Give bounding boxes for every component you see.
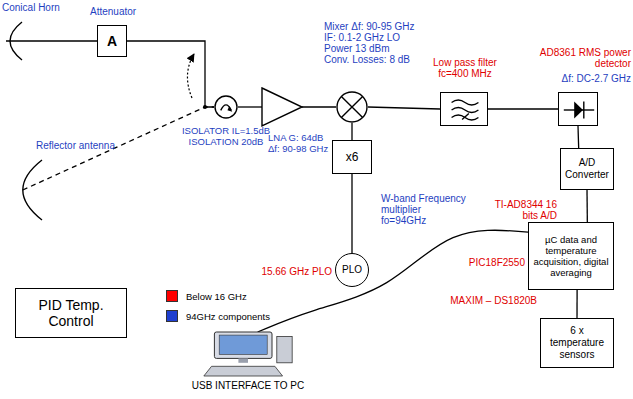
legend-entry: Below 16 GHz xyxy=(166,290,247,302)
filter-box: Low pass filter fc=400 MHz xyxy=(440,92,488,126)
signal-line xyxy=(488,108,558,109)
signal-line xyxy=(577,126,579,148)
iso-outline xyxy=(214,95,238,119)
detector-box: AD8361 RMS power detectorΔf: DC-2.7 GHz xyxy=(558,92,598,126)
tri-outline xyxy=(262,88,302,126)
box-label: 6 x temperature sensors xyxy=(543,325,611,361)
amplifier-triangle: LNA G: 64dB Δf: 90-98 GHz xyxy=(262,88,302,126)
annotation-text: Δf: DC-2.7 GHz xyxy=(529,73,631,84)
legend-swatch xyxy=(166,310,178,322)
box-label: A xyxy=(107,33,117,49)
legend-label: Below 16 GHz xyxy=(186,291,247,302)
sensor-box: 6 x temperature sensorsMAXIM – DS1820B xyxy=(540,318,614,368)
signal-line xyxy=(23,107,214,190)
annotation-text: Attenuator xyxy=(90,6,160,17)
signal-line xyxy=(368,107,440,109)
box-label: PID Temp. Control xyxy=(18,297,124,329)
horn-antenna: Conical Horn xyxy=(6,22,22,60)
annotation-text: W-band Frequency multiplier fo=94GHz xyxy=(381,193,469,226)
mixer-outline xyxy=(336,91,368,123)
signal-line xyxy=(302,106,336,107)
annotation-text: Low pass filter fc=400 MHz xyxy=(420,57,510,79)
annotation-text: AD8361 RMS power detector xyxy=(529,47,631,69)
signal-line xyxy=(127,41,214,107)
converter-box: A/D ConverterTI-AD8344 16 bits A/D xyxy=(560,148,614,190)
annotation-text: USB INTERFACE TO PC xyxy=(178,380,318,391)
horn-outline xyxy=(6,22,22,60)
signal-line xyxy=(258,230,528,332)
annotation-text: Conical Horn xyxy=(2,2,92,13)
signal-line xyxy=(351,123,352,140)
control-box: PID Temp. Control xyxy=(15,288,127,338)
signal-line xyxy=(576,290,577,318)
pc-outline xyxy=(200,332,296,376)
mixer-symbol: Mixer Δf: 90-95 GHz IF: 0.1-2 GHz LO Pow… xyxy=(336,91,368,123)
signal-line xyxy=(238,106,262,107)
annotation-text: MAXIM – DS1820B xyxy=(449,295,537,306)
oscillator-circle: PLO15.66 GHz PLO xyxy=(335,253,369,287)
isolator-symbol: ISOLATOR IL=1.5dB ISOLATION 20dB xyxy=(214,95,238,119)
switch-arrow xyxy=(187,54,194,98)
signal-line xyxy=(6,40,97,41)
legend-label: 94GHz components xyxy=(186,311,270,322)
signal-line xyxy=(586,190,588,222)
box-label: PLO xyxy=(342,264,362,276)
annotation-text: LNA G: 64dB Δf: 90-98 GHz xyxy=(268,132,332,154)
lpf-outline xyxy=(441,93,489,127)
annotation-text: Reflector antenna xyxy=(36,140,146,151)
box-label: x6 xyxy=(346,150,359,164)
box-label: µC data and temperature acquisition, dig… xyxy=(531,234,611,278)
annotation-text: PIC18F2550 xyxy=(455,257,525,268)
annotation-text: Mixer Δf: 90-95 GHz IF: 0.1-2 GHz LO Pow… xyxy=(324,21,416,65)
legend-swatch xyxy=(166,290,178,302)
box-label: A/D Converter xyxy=(563,157,611,181)
legend-entry: 94GHz components xyxy=(166,310,270,322)
annotation-text: ISOLATOR IL=1.5dB ISOLATION 20dB xyxy=(181,125,271,147)
reflector-antenna: Reflector antenna xyxy=(18,160,42,220)
annotation-text: 15.66 GHz PLO xyxy=(244,266,332,277)
signal-line xyxy=(351,174,352,253)
dish-outline xyxy=(18,160,42,220)
diode-outline xyxy=(559,93,599,127)
controller-box: µC data and temperature acquisition, dig… xyxy=(528,222,614,290)
computer-icon: USB INTERFACE TO PC xyxy=(200,332,296,376)
annotation-text: TI-AD8344 16 bits A/D xyxy=(481,199,557,221)
attenuator-box: AAttenuator xyxy=(97,25,127,57)
multiplier-box: x6W-band Frequency multiplier fo=94GHz xyxy=(332,140,372,174)
